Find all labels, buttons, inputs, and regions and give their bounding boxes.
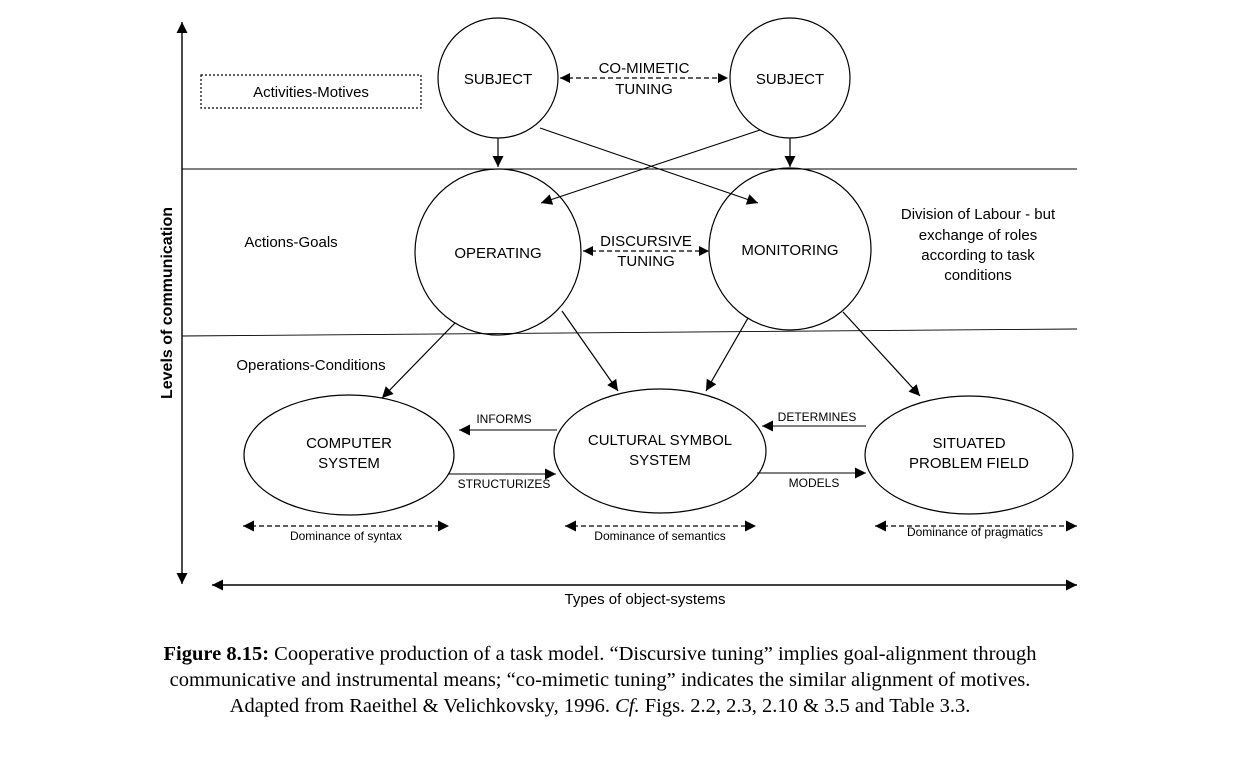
caption-label: Figure 8.15:: [163, 643, 270, 665]
y-axis-label: Levels of communication: [159, 207, 176, 399]
motives-box-label: Activities-Motives: [253, 84, 369, 101]
level-conditions-label: Operations-Conditions: [236, 357, 385, 374]
operating-circle: [414, 168, 582, 336]
cultural-system-label-2: SYSTEM: [629, 452, 691, 469]
caption-text-2: Figs. 2.2, 2.3, 2.10 & 3.5 and Table 3.3…: [639, 695, 971, 717]
models-label: MODELS: [789, 476, 840, 490]
dominance-pragmatics-label: Dominance of pragmatics: [907, 525, 1043, 539]
situated-field-ellipse: [864, 395, 1074, 515]
motives-box: [200, 74, 422, 109]
subject-right-label: SUBJECT: [756, 71, 824, 88]
comimetic-label-2: TUNING: [615, 81, 673, 98]
arrow-operating-computer: [381, 322, 456, 399]
informs-label: INFORMS: [476, 412, 531, 426]
dominance-syntax-label: Dominance of syntax: [290, 529, 402, 543]
subject-left-label: SUBJECT: [464, 71, 532, 88]
cultural-system-label-1: CULTURAL SYMBOL: [588, 432, 732, 449]
division-note-line-2: exchange of roles: [919, 227, 1037, 244]
arrow-subject-right-operating: [540, 129, 761, 205]
discursive-label-2: TUNING: [617, 253, 675, 270]
level-goals-label: Actions-Goals: [244, 234, 337, 251]
x-axis-label: Types of object-systems: [565, 591, 726, 608]
cultural-system-ellipse: [553, 388, 767, 514]
determines-label: DETERMINES: [778, 410, 857, 424]
computer-system-label-1: COMPUTER: [306, 435, 392, 452]
caption-text-1: Cooperative production of a task model. …: [169, 643, 1037, 717]
figure-caption: Figure 8.15: Cooperative production of a…: [150, 641, 1050, 719]
situated-field-label-1: SITUATED: [932, 435, 1005, 452]
caption-cf: Cf.: [615, 695, 640, 717]
arrow-operating-cultural: [561, 310, 619, 392]
structurizes-label: STRUCTURIZES: [458, 477, 551, 491]
computer-system-label-2: SYSTEM: [318, 455, 380, 472]
level-divider-lower: [181, 328, 1078, 337]
discursive-label-1: DISCURSIVE: [600, 233, 692, 250]
monitoring-label: MONITORING: [741, 242, 838, 259]
operating-label: OPERATING: [454, 245, 541, 262]
comimetic-label-1: CO-MIMETIC: [599, 60, 690, 77]
division-note-line-4: conditions: [944, 267, 1012, 284]
situated-field-label-2: PROBLEM FIELD: [909, 455, 1029, 472]
division-note-line-3: according to task: [921, 247, 1035, 264]
dominance-semantics-label: Dominance of semantics: [594, 529, 725, 543]
computer-system-ellipse: [243, 394, 455, 516]
arrow-monitoring-situated: [842, 311, 921, 397]
monitoring-circle: [708, 167, 872, 331]
arrow-subject-left-monitoring: [539, 127, 759, 205]
division-note-line-1: Division of Labour - but: [901, 206, 1056, 223]
arrow-monitoring-cultural: [705, 317, 749, 392]
